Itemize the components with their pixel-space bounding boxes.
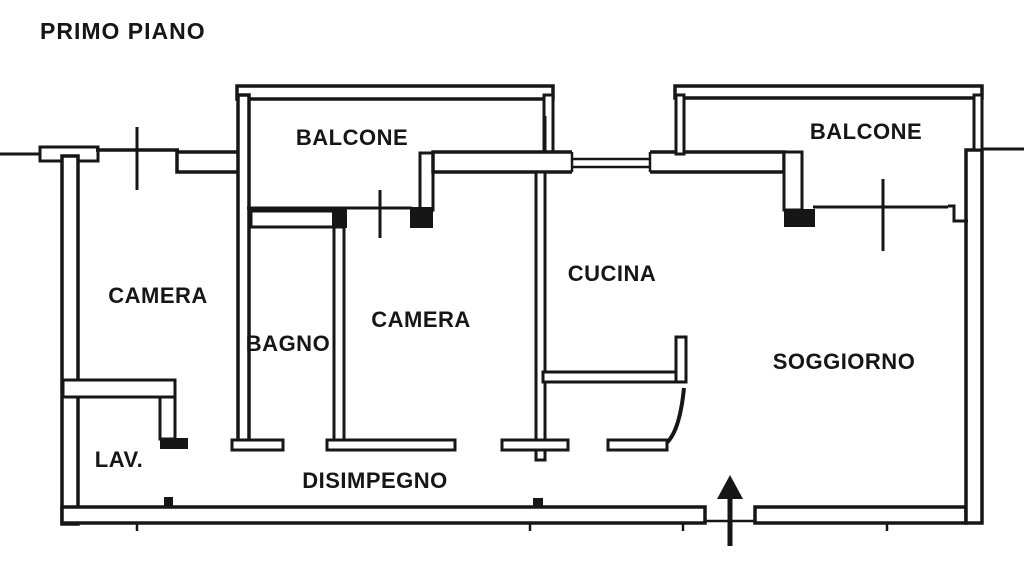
wall-pier bbox=[410, 207, 433, 228]
cucina-bottom-wall bbox=[541, 370, 685, 384]
camera-cucina-wall bbox=[534, 170, 547, 462]
wall-pier bbox=[784, 209, 815, 227]
lav-right-wall bbox=[158, 395, 177, 441]
bottom-exterior-wall-right bbox=[753, 505, 968, 525]
left-exterior-wall bbox=[60, 154, 80, 526]
corridor-wall-bar bbox=[325, 438, 457, 452]
door-stop-notch bbox=[533, 498, 543, 507]
facade-wall bbox=[175, 150, 247, 174]
room-label-camera-middle: CAMERA bbox=[371, 307, 471, 332]
room-label-disimpegno: DISIMPEGNO bbox=[302, 468, 448, 493]
bagno-camera-wall bbox=[332, 225, 346, 445]
wall-pier bbox=[332, 207, 347, 228]
camera-left-facade bbox=[96, 127, 247, 190]
room-label-lavanderia: LAV. bbox=[95, 447, 143, 472]
facade-return-wall bbox=[418, 151, 435, 212]
door-swing-arc-icon bbox=[660, 387, 686, 448]
balcony-right-structure bbox=[673, 84, 984, 251]
cucina-soggiorno-stub-wall bbox=[674, 335, 688, 384]
facade-return-wall bbox=[782, 150, 804, 212]
balcony-parapet-top bbox=[673, 84, 984, 100]
room-label-balcone-right: BALCONE bbox=[810, 119, 922, 144]
door-jamb-bar bbox=[606, 438, 669, 452]
balcony-left-wall bbox=[674, 93, 686, 156]
wall-pier bbox=[160, 438, 188, 449]
right-exterior-wall bbox=[964, 148, 984, 525]
cucina-facade bbox=[431, 116, 786, 175]
door-stop-notch bbox=[164, 497, 173, 507]
balcony-parapet-top bbox=[235, 84, 555, 101]
room-label-balcone-left: BALCONE bbox=[296, 125, 408, 150]
balcony-right-wall bbox=[972, 93, 984, 152]
bagno-window-sill bbox=[249, 209, 337, 229]
entrance-arrow-icon bbox=[717, 475, 743, 546]
facade-step bbox=[948, 204, 968, 223]
room-label-camera-left: CAMERA bbox=[108, 283, 208, 308]
lav-top-wall bbox=[61, 378, 177, 399]
window-opening bbox=[572, 149, 650, 175]
exterior-walls bbox=[0, 145, 1024, 531]
page-title: PRIMO PIANO bbox=[40, 18, 206, 44]
room-label-soggiorno: SOGGIORNO bbox=[773, 349, 916, 374]
room-label-bagno: BAGNO bbox=[246, 331, 330, 356]
arrow-head bbox=[717, 475, 743, 499]
door-jamb-bar bbox=[500, 438, 570, 452]
interior-walls bbox=[61, 170, 688, 507]
room-label-cucina: CUCINA bbox=[568, 261, 657, 286]
balcony-left-wall bbox=[236, 93, 251, 444]
bottom-exterior-wall-left bbox=[60, 505, 707, 525]
labels: PRIMO PIANO BALCONE BALCONE CAMERA BAGNO… bbox=[40, 18, 922, 493]
door-jamb-bar bbox=[230, 438, 285, 452]
